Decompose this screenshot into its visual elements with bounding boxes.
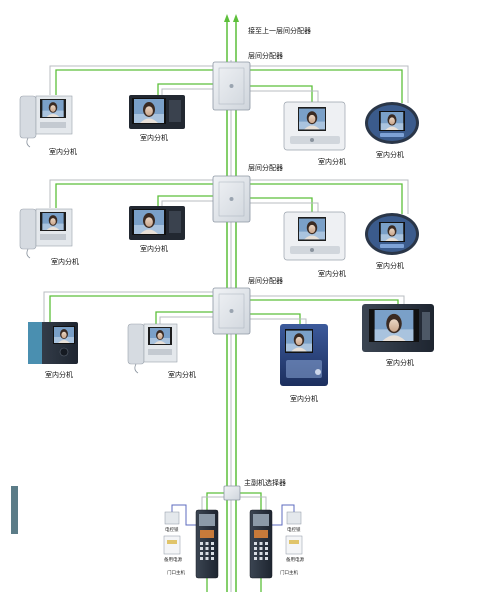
wiring xyxy=(43,14,409,592)
distributor-label-2: 层间分配器 xyxy=(248,163,283,172)
indoor-label-f1-a: 室内分机 xyxy=(49,147,77,156)
indoor-label-f2-a: 室内分机 xyxy=(51,257,79,266)
indoor-unit-f1-b xyxy=(129,95,185,129)
indoor-label-f2-b: 室内分机 xyxy=(140,244,168,253)
indoor-label-f3-b: 室内分机 xyxy=(168,370,196,379)
lock-box-left xyxy=(164,511,180,525)
indoor-unit-f2-d xyxy=(365,213,419,255)
indoor-label-f3-c: 室内分机 xyxy=(290,394,318,403)
lock-box-right xyxy=(286,511,302,525)
indoor-unit-f2-a xyxy=(19,208,73,259)
indoor-label-f3-d: 室内分机 xyxy=(386,358,414,367)
floor-distributor-3 xyxy=(212,287,251,335)
door-station-right xyxy=(249,509,273,579)
indoor-label-f2-c: 室内分机 xyxy=(318,269,346,278)
power-box-left xyxy=(163,535,181,555)
door-station-left xyxy=(195,509,219,579)
indoor-unit-f1-d xyxy=(365,102,419,144)
indoor-label-f1-b: 室内分机 xyxy=(140,133,168,142)
indoor-label-f1-c: 室内分机 xyxy=(318,157,346,166)
indoor-unit-f2-c xyxy=(283,211,346,261)
floor-distributor-1 xyxy=(212,61,251,111)
power-box-right xyxy=(285,535,303,555)
indoor-unit-f3-a xyxy=(28,322,78,364)
floor-distributor-2 xyxy=(212,175,251,223)
indoor-label-f3-a: 室内分机 xyxy=(45,370,73,379)
door-unit-label-left: 门口主机 xyxy=(167,569,185,576)
power-label-left: 备用电源 xyxy=(164,556,182,563)
selector-label: 主副机选择器 xyxy=(244,478,286,487)
indoor-unit-f3-c xyxy=(280,324,328,386)
distributor-label-1: 层间分配器 xyxy=(248,51,283,60)
to-upper-floor-label: 接至上一层间分配器 xyxy=(248,26,311,35)
indoor-unit-f2-b xyxy=(129,206,185,240)
edge-strip xyxy=(11,486,18,534)
indoor-unit-f3-d xyxy=(362,304,434,352)
indoor-unit-f3-b xyxy=(127,323,178,374)
indoor-unit-f1-c xyxy=(283,101,346,151)
distributor-label-3: 层间分配器 xyxy=(248,276,283,285)
main-sub-selector-box xyxy=(223,485,241,501)
lock-label-right: 电控锁 xyxy=(287,526,301,533)
power-label-right: 备用电源 xyxy=(286,556,304,563)
indoor-label-f1-d: 室内分机 xyxy=(376,150,404,159)
indoor-label-f2-d: 室内分机 xyxy=(376,261,404,270)
indoor-unit-f1-a xyxy=(19,95,73,148)
labels: 接至上一层间分配器 层间分配器 层间分配器 层间分配器 室内分机 室内分机 室内… xyxy=(45,26,414,576)
lock-label-left: 电控锁 xyxy=(165,526,179,533)
door-unit-label-right: 门口主机 xyxy=(280,569,298,576)
